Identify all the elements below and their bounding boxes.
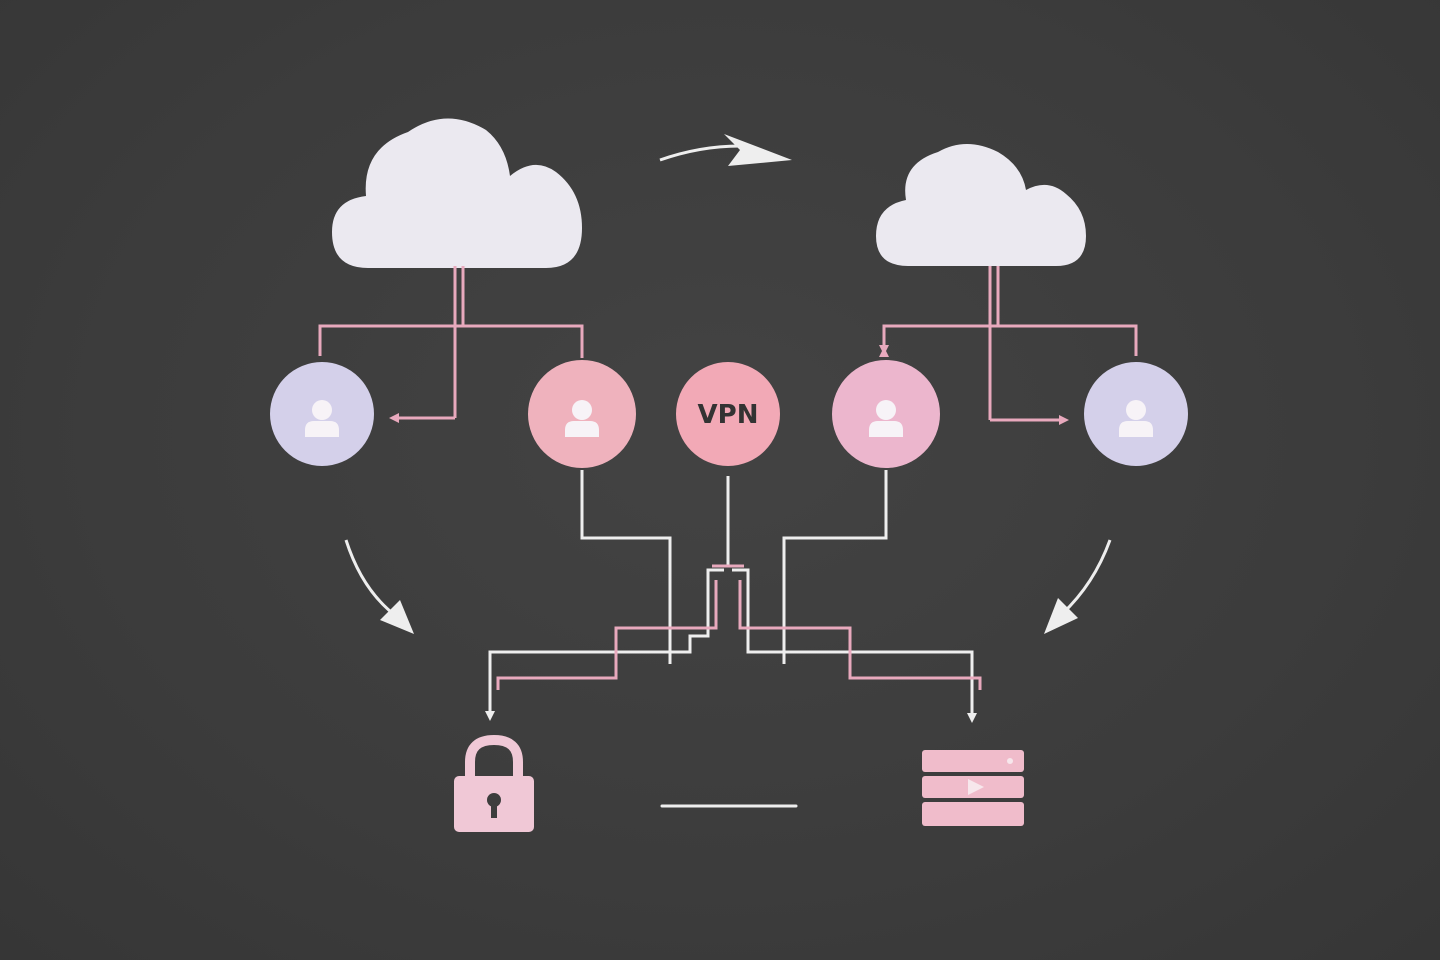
- left-curved-arrow-icon: [344, 539, 414, 634]
- left-cloud-connectors: [318, 266, 584, 423]
- user-node-far-right[interactable]: [1084, 362, 1188, 466]
- user-node-far-left[interactable]: [270, 362, 374, 466]
- user-node-center-right[interactable]: [832, 360, 940, 468]
- top-arrow-icon: [659, 134, 792, 166]
- padlock-icon: [454, 734, 534, 832]
- vpn-label: VPN: [698, 400, 759, 430]
- cloud-left-icon: [332, 118, 582, 268]
- user-node-center-left[interactable]: [528, 360, 636, 468]
- vpn-node[interactable]: VPN: [676, 362, 780, 466]
- right-curved-arrow-icon: [1044, 539, 1112, 634]
- cloud-right-icon: [876, 144, 1086, 266]
- server-icon: [922, 750, 1024, 826]
- right-cloud-connectors: [879, 266, 1138, 425]
- lower-connectors: [485, 470, 982, 723]
